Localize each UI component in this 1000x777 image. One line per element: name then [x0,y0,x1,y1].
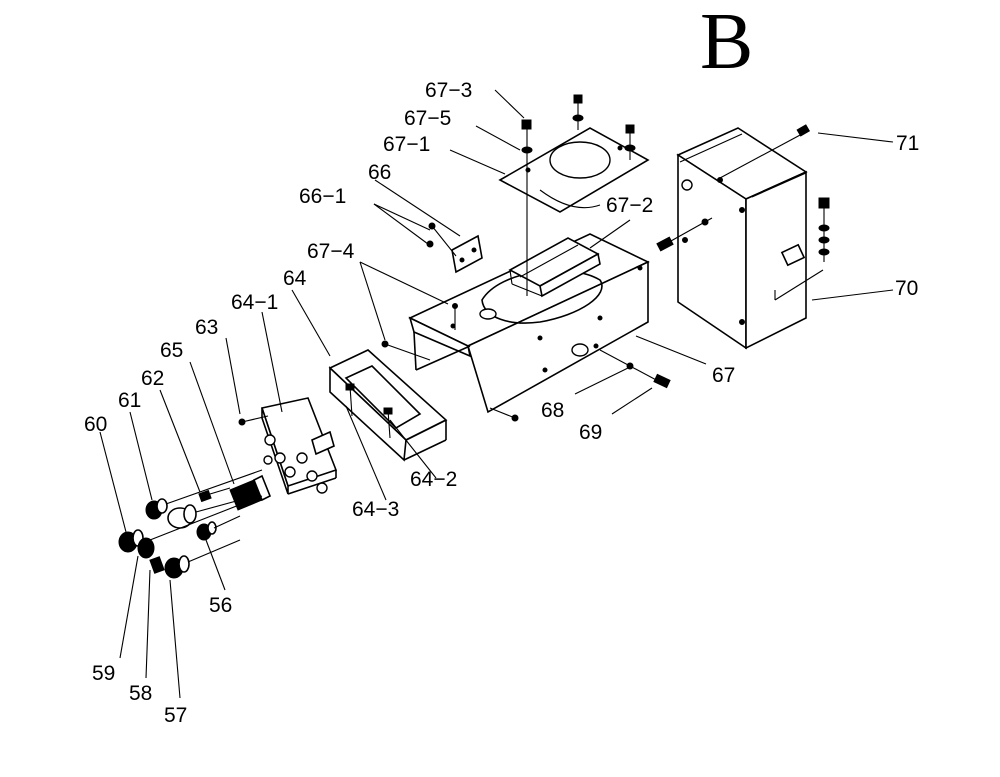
label-61: 61 [118,389,141,412]
electrical-box-drawing [676,127,824,350]
label-59: 59 [92,662,115,685]
components-drawing [118,469,272,579]
leader-lines [99,89,894,699]
screw-63-drawing [238,415,269,426]
frame-64-drawing [328,349,448,462]
rail-67-2-drawing [508,237,601,298]
label-67-5: 67−5 [404,107,451,130]
label-71: 71 [896,132,919,155]
label-67-3: 67−3 [425,79,472,102]
section-letter: B [700,0,753,86]
label-67-4: 67−4 [307,240,355,263]
screws-67-4-drawing [381,303,519,422]
label-67-1: 67−1 [383,133,430,156]
label-56: 56 [209,594,232,617]
label-58: 58 [129,682,152,705]
label-65: 65 [160,339,183,362]
label-62: 62 [141,367,164,390]
hardware-68-69-drawing [599,349,671,389]
label-67-2: 67−2 [606,194,653,217]
label-70: 70 [895,277,918,300]
screw-71-drawing [719,124,811,179]
label-64: 64 [283,267,307,290]
box-side-screw-drawing [656,217,713,252]
label-64-1: 64−1 [231,291,278,314]
label-67: 67 [712,364,735,387]
stacked-hardware-drawing [818,197,830,262]
label-60: 60 [84,413,107,436]
front-panel-64-1-drawing [260,397,338,495]
label-68: 68 [541,399,564,422]
label-66: 66 [368,161,391,184]
label-63: 63 [195,316,218,339]
label-69: 69 [579,421,602,444]
label-66-1: 66−1 [299,185,346,208]
plate-66-drawing [426,222,483,274]
label-64-2: 64−2 [410,468,457,491]
label-64-3: 64−3 [352,498,399,521]
top-plate-67-1-drawing [498,127,650,213]
label-57: 57 [164,704,187,727]
plate-screws-drawing [521,94,636,296]
